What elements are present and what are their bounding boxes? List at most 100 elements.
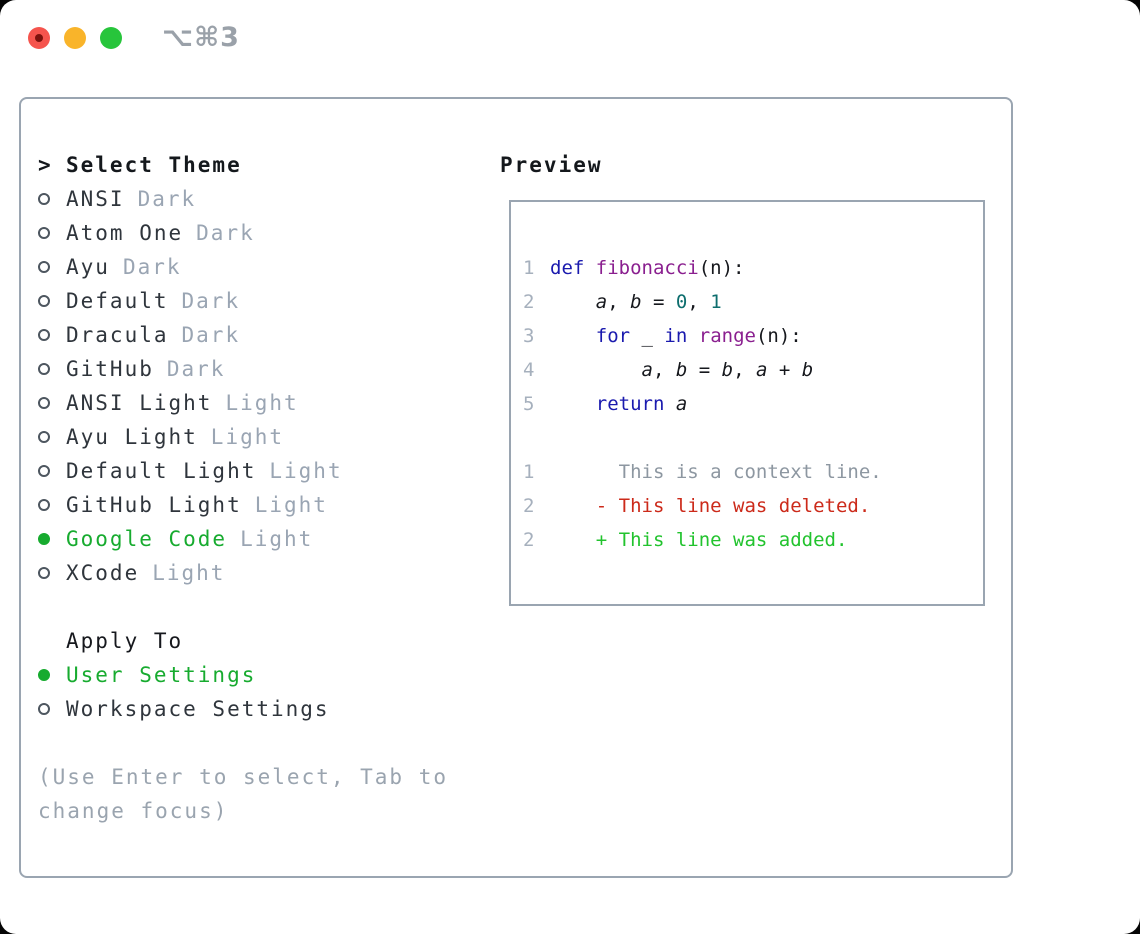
theme-option-atom-one[interactable]: Atom One Dark — [38, 216, 448, 250]
theme-option-xcode[interactable]: XCode Light — [38, 556, 448, 590]
code-token-kw: return — [595, 393, 676, 415]
code-line: 2 + This line was added. — [523, 523, 882, 557]
radio-circle — [38, 227, 50, 239]
radio-circle — [38, 193, 50, 205]
window-title: ⌥⌘3 — [162, 22, 240, 53]
radio-icon — [38, 261, 66, 273]
theme-variant-label: Light — [269, 459, 343, 483]
titlebar: ⌥⌘3 — [28, 22, 240, 53]
theme-option-label: ANSI Light — [66, 391, 213, 415]
apply-option-workspace-settings[interactable]: Workspace Settings — [38, 692, 448, 726]
theme-variant-label: Light — [240, 527, 314, 551]
theme-variant-label: Dark — [181, 289, 241, 313]
code-token-pln: = — [641, 291, 676, 313]
theme-option-label: GitHub Light — [66, 493, 242, 517]
close-button-icon[interactable] — [28, 27, 50, 49]
line-number: 5 — [523, 393, 535, 415]
code-line — [523, 421, 882, 455]
minimize-button-icon[interactable] — [64, 27, 86, 49]
radio-icon — [38, 703, 66, 715]
theme-option-label: Ayu — [66, 255, 110, 279]
code-token-var: b — [721, 359, 734, 381]
code-line: 1 def fibonacci(n): — [523, 251, 882, 285]
code-token-var: b — [630, 291, 642, 313]
theme-option-label: Atom One — [66, 221, 184, 245]
theme-option-label: Default — [66, 289, 169, 313]
line-number: 2 — [523, 529, 535, 551]
code-token-del: - This line was deleted. — [550, 495, 871, 517]
radio-circle — [38, 363, 50, 375]
hint-line: (Use Enter to select, Tab to — [38, 765, 449, 789]
theme-option-label: Google Code — [66, 527, 228, 551]
code-token-pln — [687, 325, 698, 347]
theme-option-label: Dracula — [66, 323, 169, 347]
zoom-button-icon[interactable] — [100, 27, 122, 49]
code-token-pln: + — [767, 359, 802, 381]
code-line: 2 a, b = 0, 1 — [523, 285, 882, 319]
code-token-pln: , — [733, 359, 756, 381]
radio-circle — [38, 329, 50, 341]
code-line: 3 for _ in range(n): — [523, 319, 882, 353]
code-token-fn: fibonacci — [595, 257, 699, 279]
code-token-num: 1 — [710, 291, 722, 313]
code-token-pln: , — [607, 291, 631, 313]
theme-option-google-code[interactable]: Google Code Light — [38, 522, 448, 556]
select-theme-title: Select Theme — [66, 153, 242, 177]
line-number: 1 — [523, 257, 535, 279]
code-token-pln: (n): — [755, 325, 802, 347]
theme-variant-label: Light — [152, 561, 226, 585]
theme-option-label: XCode — [66, 561, 140, 585]
radio-icon — [38, 431, 66, 443]
radio-circle — [38, 261, 50, 273]
spacer — [38, 726, 448, 760]
theme-option-default-light[interactable]: Default Light Light — [38, 454, 448, 488]
code-token-kw: in — [664, 325, 688, 347]
code-token-add: + This line was added. — [550, 529, 848, 551]
code-token-pln — [550, 359, 642, 381]
code-token-pln: (n): — [698, 257, 745, 279]
theme-option-default[interactable]: Default Dark — [38, 284, 448, 318]
radio-icon — [38, 227, 66, 239]
code-token-var: b — [675, 359, 688, 381]
code-token-num: 0 — [675, 291, 688, 313]
line-number: 4 — [523, 359, 535, 381]
apply-option-user-settings[interactable]: User Settings — [38, 658, 448, 692]
theme-option-label: Default Light — [66, 459, 257, 483]
selection-cursor-icon: > — [38, 153, 53, 177]
radio-circle — [38, 703, 50, 715]
radio-circle — [38, 465, 50, 477]
theme-option-label: Ayu Light — [66, 425, 198, 449]
code-token-kw: def — [550, 257, 596, 279]
radio-icon — [38, 295, 66, 307]
radio-circle — [38, 295, 50, 307]
line-number: 3 — [523, 325, 535, 347]
radio-circle — [38, 397, 50, 409]
hint-line: change focus) — [38, 799, 229, 823]
theme-option-label: GitHub — [66, 357, 154, 381]
theme-option-github-light[interactable]: GitHub Light Light — [38, 488, 448, 522]
line-number: 2 — [523, 495, 535, 517]
theme-variant-label: Dark — [196, 221, 255, 245]
code-token-var: a — [675, 393, 688, 415]
theme-variant-label: Light — [254, 493, 328, 517]
radio-icon — [38, 465, 66, 477]
radio-selected-icon — [38, 533, 66, 545]
code-line: 2 - This line was deleted. — [523, 489, 882, 523]
code-token-pln: , — [652, 359, 676, 381]
radio-circle — [38, 669, 50, 681]
keyboard-hint: (Use Enter to select, Tab to change focus… — [38, 760, 448, 828]
code-token-var: b — [801, 359, 814, 381]
preview-title: Preview — [500, 153, 603, 177]
radio-circle — [38, 533, 50, 545]
radio-selected-icon — [38, 669, 66, 681]
